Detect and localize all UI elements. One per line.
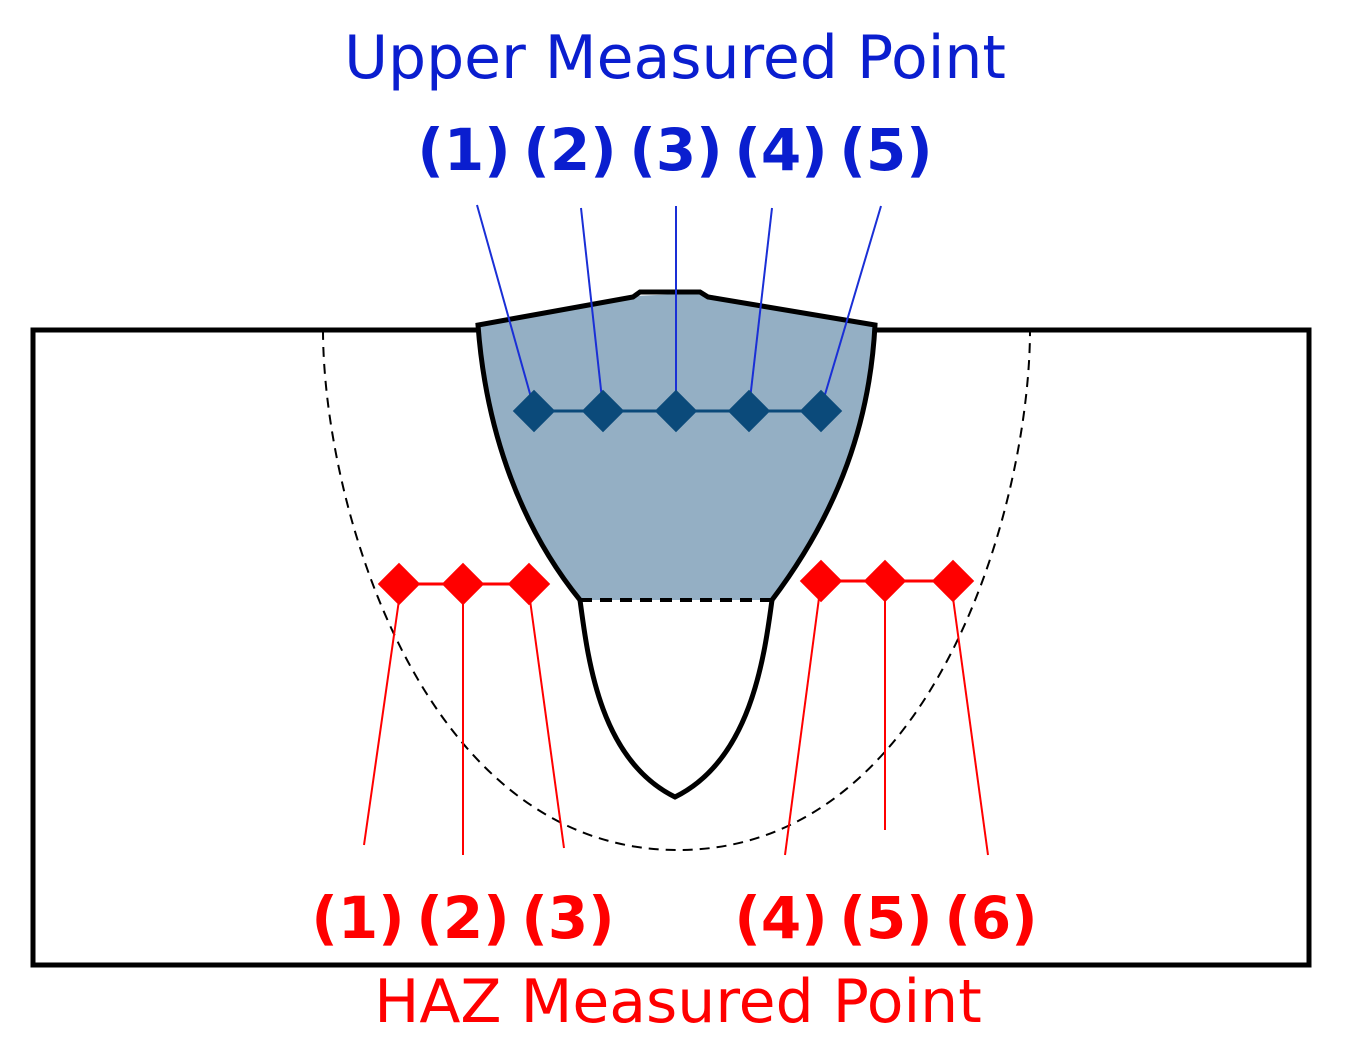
upper-label-4: (4) xyxy=(734,116,827,184)
haz-leader-1 xyxy=(363,599,400,846)
haz-label-4: (4) xyxy=(734,884,827,952)
weld-metal-outline xyxy=(475,289,878,602)
upper-leader-4 xyxy=(748,207,773,409)
haz-leader-4 xyxy=(784,597,820,856)
haz-measured-point-title: HAZ Measured Point xyxy=(374,967,981,1037)
upper-label-2: (2) xyxy=(523,116,616,184)
haz-boundary xyxy=(322,329,1031,852)
upper-label-3: (3) xyxy=(629,116,722,184)
upper-label-1: (1) xyxy=(417,116,510,184)
upper-leader-1 xyxy=(476,204,535,409)
upper-leader-2 xyxy=(580,207,604,409)
weld-metal xyxy=(478,293,875,600)
haz-label-3: (3) xyxy=(521,884,614,952)
root-bead xyxy=(577,599,775,800)
upper-leader-lines xyxy=(476,204,882,409)
haz-label-5: (5) xyxy=(839,884,932,952)
haz-label-6: (6) xyxy=(944,884,1037,952)
haz-leader-6 xyxy=(952,597,989,856)
upper-leader-5 xyxy=(820,205,882,409)
upper-labels: (1) (2) (3) (4) (5) xyxy=(417,116,932,184)
haz-label-2: (2) xyxy=(416,884,509,952)
upper-label-5: (5) xyxy=(839,116,932,184)
upper-measured-point-title: Upper Measured Point xyxy=(344,23,1006,93)
haz-leader-3 xyxy=(529,599,565,849)
haz-label-1: (1) xyxy=(311,884,404,952)
haz-labels: (1) (2) (3) (4) (5) (6) xyxy=(311,884,1037,952)
haz-leader-lines xyxy=(363,597,989,856)
